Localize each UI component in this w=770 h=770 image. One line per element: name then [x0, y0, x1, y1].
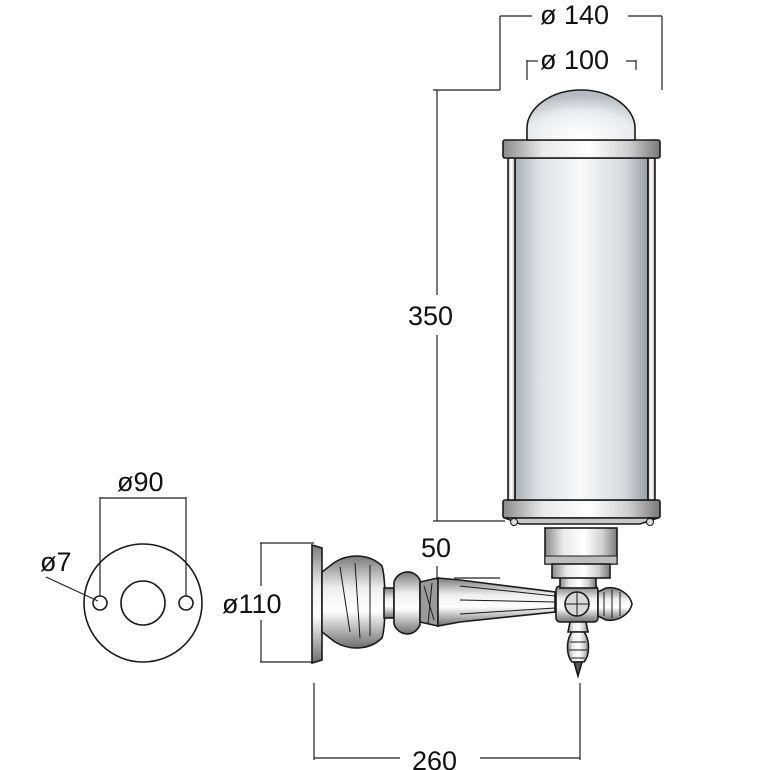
lantern-side-bar-right	[647, 157, 656, 501]
bracket-neck	[383, 587, 395, 619]
mounting-hole-right	[178, 595, 194, 611]
lantern	[502, 89, 661, 579]
lantern-side-bar-left	[507, 157, 516, 501]
wallplate-diameter-label: ø110	[222, 589, 282, 619]
bracket-pendant	[566, 631, 590, 663]
lantern-dome	[526, 89, 636, 141]
mounting-hole-left	[92, 595, 108, 611]
hole-spacing-label: ø90	[117, 467, 164, 497]
lantern-bottom-ring	[502, 499, 661, 519]
lantern-top-ring	[502, 139, 661, 159]
wall-plate-profile	[311, 543, 323, 665]
projection-dimension	[313, 683, 581, 760]
projection-label: 260	[412, 746, 457, 770]
wallplate-front-view	[45, 497, 203, 663]
height-dimension	[433, 89, 505, 522]
wallplate-height-dimension	[260, 542, 314, 663]
bracket-knob	[393, 571, 421, 635]
bracket-urn	[321, 555, 386, 649]
hole-diameter-label: ø7	[40, 547, 72, 577]
lamp-height-label: 350	[408, 301, 453, 331]
top-dimensions	[499, 15, 663, 90]
lamp-outer-diameter-label: ø 140	[540, 0, 609, 30]
arm-offset-label: 50	[421, 533, 451, 563]
lantern-glass	[514, 157, 649, 501]
bracket-finial	[597, 586, 633, 622]
wallplate-center-hole	[120, 580, 166, 626]
arm-offset-dimension	[436, 566, 500, 580]
lamp-inner-diameter-label: ø 100	[540, 45, 609, 75]
